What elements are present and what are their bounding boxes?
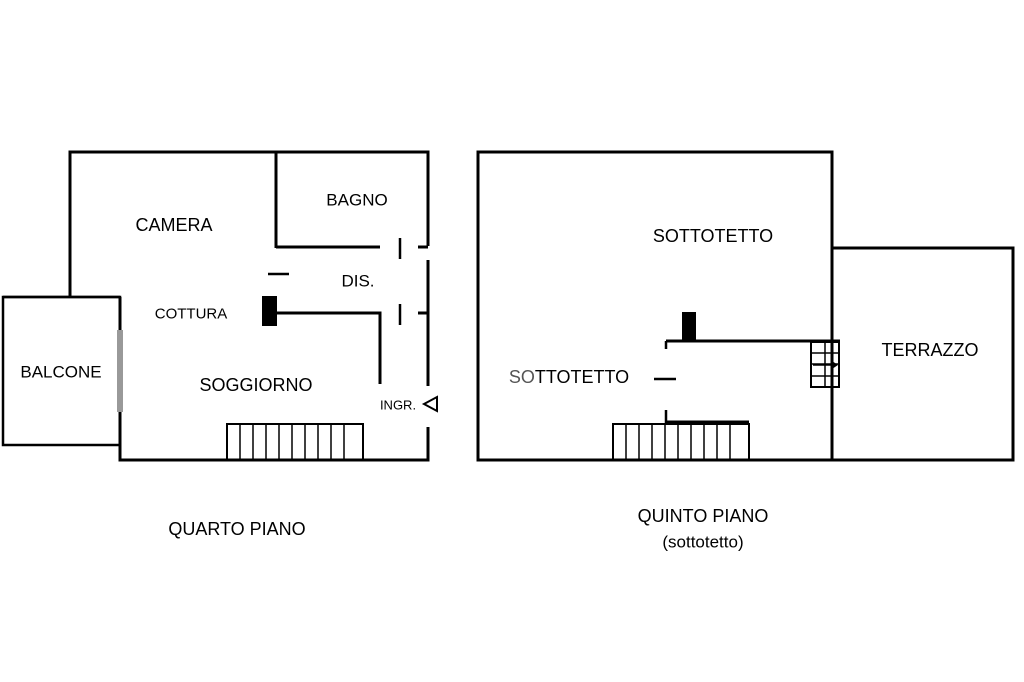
room-label-sottotetto-left: SOTTOTETTO — [509, 368, 629, 386]
room-label-dis: DIS. — [341, 271, 375, 291]
fifth-floor-plan — [476, 150, 1015, 462]
fourth-floor-plan — [1, 150, 438, 462]
room-label-sottotetto-top: SOTTOTETTO — [652, 226, 774, 246]
room-label-soggiorno: SOGGIORNO — [199, 375, 313, 395]
room-label-bagno: BAGNO — [326, 190, 388, 210]
room-label-ingresso: INGR. — [379, 397, 417, 413]
wall — [276, 311, 382, 384]
wall — [68, 150, 430, 297]
label-rest: TTOTETTO — [534, 367, 630, 387]
stairs — [612, 423, 750, 461]
attic-outline — [476, 150, 834, 462]
stair-steps — [239, 424, 345, 460]
room-label-cottura: COTTURA — [154, 305, 228, 323]
stairs — [226, 423, 364, 461]
room-label-camera: CAMERA — [135, 215, 213, 235]
arrow-icon — [832, 361, 838, 369]
terrace-outline — [832, 246, 1015, 462]
room-label-balcone: BALCONE — [20, 362, 102, 382]
room-label-terrazzo: TERRAZZO — [881, 340, 979, 360]
entrance-arrow-icon — [421, 395, 438, 413]
floor-title-quarto: QUARTO PIANO — [168, 519, 306, 539]
stair-steps — [625, 424, 731, 460]
column — [682, 312, 696, 341]
floor-subtitle-quinto: (sottotetto) — [662, 532, 744, 552]
label-prefix: SO — [508, 367, 535, 387]
column — [262, 296, 277, 326]
floor-title-quinto: QUINTO PIANO — [637, 506, 769, 526]
